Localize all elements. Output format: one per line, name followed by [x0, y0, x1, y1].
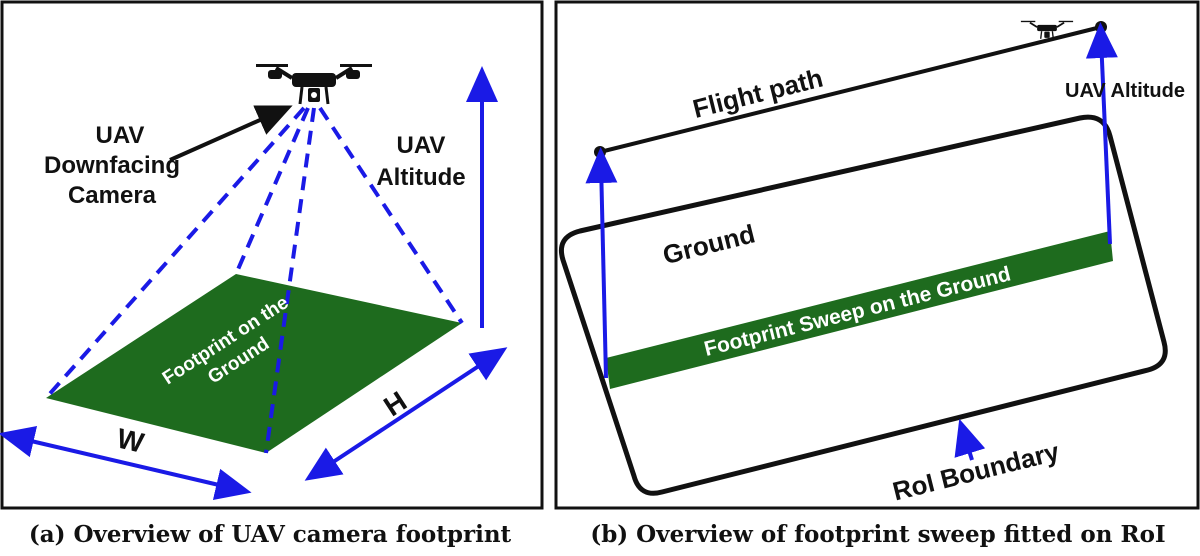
- ground-label: Ground: [660, 218, 758, 270]
- frustum-line: [264, 107, 316, 454]
- height-arrow: [304, 347, 508, 481]
- altitude-label-line2: Altitude: [376, 164, 465, 191]
- panel-a: Footprint on the Ground UAV Downfacing C…: [0, 0, 544, 510]
- camera-pointer-arrow: [169, 105, 293, 162]
- camera-label-line3: Camera: [68, 182, 157, 209]
- flight-path-start-dot: [594, 146, 606, 158]
- drone-icon: [1020, 20, 1074, 39]
- sweep-label: Footprint Sweep on the Ground: [702, 262, 1013, 361]
- footprint-sweep: [606, 231, 1113, 389]
- caption-a: (a) Overview of UAV camera footprint: [29, 521, 512, 548]
- panel-b-border: [554, 0, 1200, 510]
- altitude-arrow-left: [585, 147, 618, 379]
- height-label: H: [378, 385, 412, 422]
- flight-path-end-dot: [1095, 21, 1107, 33]
- roi-label: RoI Boundary: [889, 436, 1062, 506]
- panel-b: Footprint Sweep on the Ground Flight pat…: [554, 0, 1200, 510]
- width-label: W: [114, 422, 147, 458]
- width-arrow: [0, 425, 252, 501]
- drone-icon: [256, 64, 372, 105]
- flight-path: [599, 25, 1102, 154]
- frustum-line: [234, 107, 310, 275]
- camera-footprint: [46, 274, 462, 453]
- caption-b: (b) Overview of footprint sweep fitted o…: [590, 521, 1165, 548]
- altitude-arrow-right: [1085, 22, 1118, 245]
- roi-pointer-arrow: [954, 418, 986, 461]
- altitude-label: UAV Altitude: [1065, 80, 1185, 102]
- panel-a-border: [0, 0, 544, 510]
- frustum-line: [318, 106, 464, 325]
- altitude-label-line1: UAV: [397, 132, 446, 159]
- flight-path-label: Flight path: [690, 63, 826, 124]
- frustum-line: [44, 106, 306, 400]
- camera-label-line2: Downfacing: [44, 152, 180, 179]
- camera-label-line1: UAV: [96, 122, 145, 149]
